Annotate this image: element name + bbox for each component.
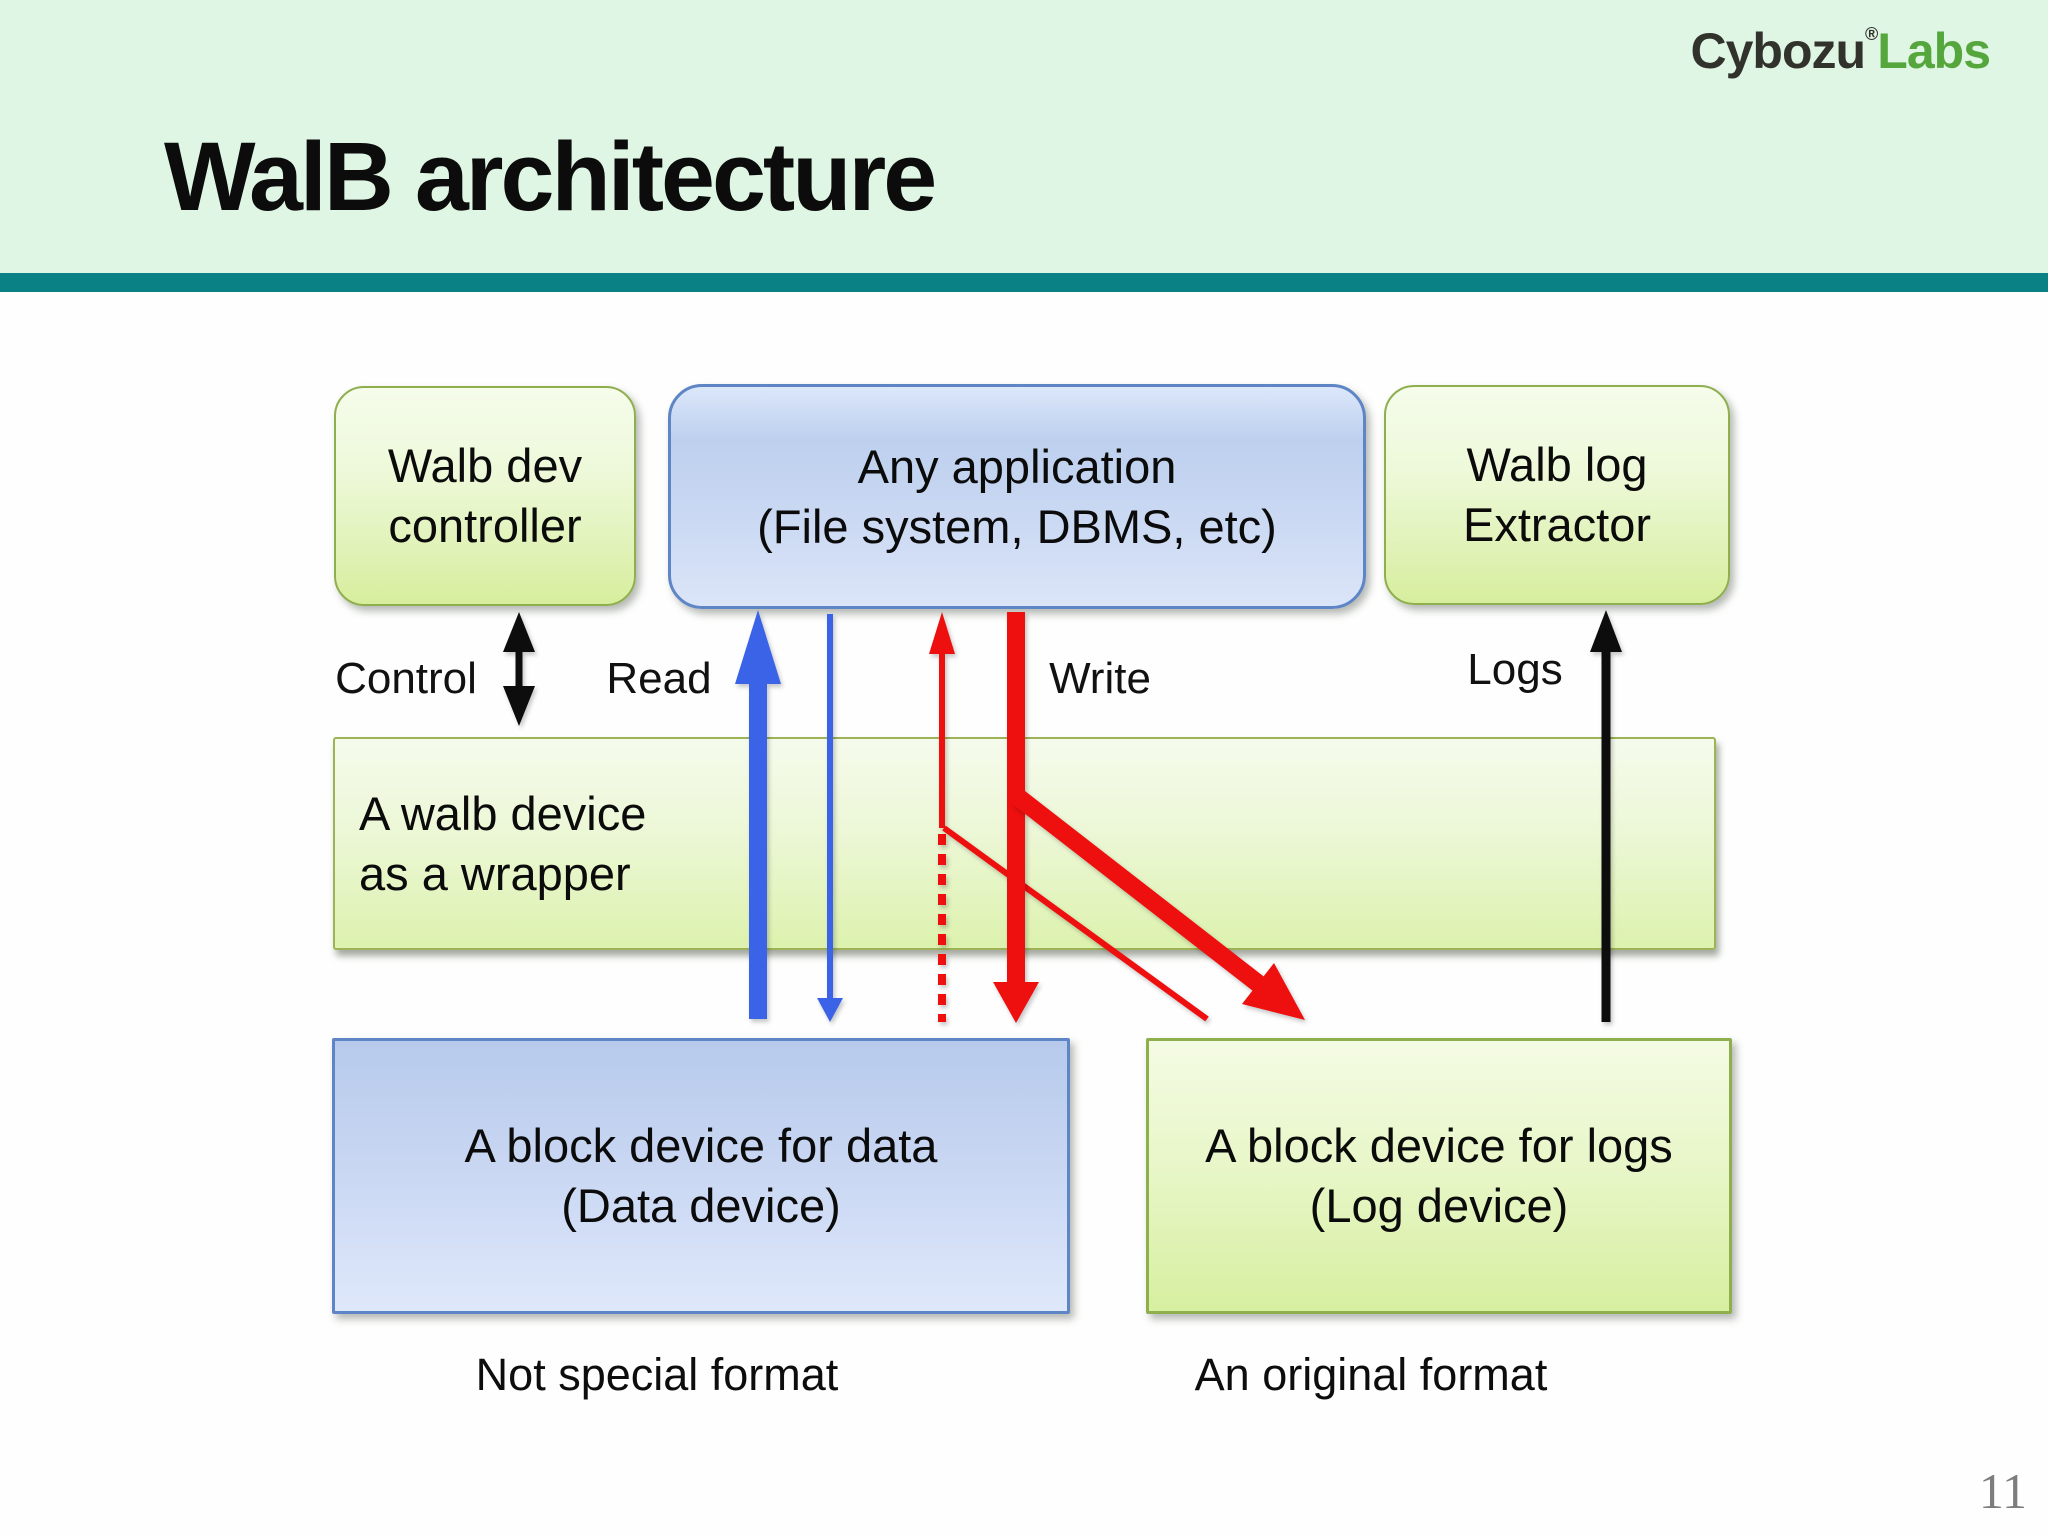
node-walb-device-wrapper: A walb device as a wrapper	[333, 737, 1716, 950]
edge-label-write: Write	[1049, 654, 1151, 703]
caption-log-device: An original format	[1194, 1349, 1548, 1400]
cybozu-labs-logo: Cybozu®Labs	[1690, 22, 1991, 80]
node-walb-log-extractor: Walb log Extractor	[1384, 385, 1730, 605]
page-number: 11	[1978, 1463, 2027, 1519]
registered-mark: ®	[1865, 24, 1878, 44]
node-any-application: Any application (File system, DBMS, etc)	[668, 384, 1366, 609]
node-label-line: Extractor	[1462, 498, 1652, 551]
node-log-device: A block device for logs (Log device)	[1146, 1038, 1732, 1314]
node-data-device: A block device for data (Data device)	[332, 1038, 1070, 1314]
node-label-line: A block device for data	[464, 1119, 938, 1172]
caption-data-device: Not special format	[475, 1349, 839, 1400]
node-label-line: Any application	[857, 439, 1177, 493]
node-label-line: controller	[388, 499, 582, 552]
node-label-line: Walb dev	[387, 439, 583, 492]
control-double-arrow-icon	[503, 612, 535, 726]
logo-suffix: Labs	[1877, 23, 1991, 79]
node-label-line: (File system, DBMS, etc)	[757, 499, 1277, 553]
node-label-line: (Log device)	[1309, 1179, 1569, 1232]
edge-label-logs: Logs	[1467, 645, 1563, 694]
node-label-line: A walb device	[359, 786, 647, 840]
logo-brand: Cybozu	[1690, 23, 1866, 79]
edge-label-read: Read	[606, 654, 712, 703]
edge-label-control: Control	[335, 654, 477, 703]
header-band	[0, 0, 2048, 273]
accent-bar	[0, 273, 2048, 292]
node-walb-dev-controller: Walb dev controller	[334, 386, 636, 606]
page-title: WalB architecture	[164, 122, 937, 231]
node-label-line: (Data device)	[561, 1179, 841, 1232]
node-label-line: A block device for logs	[1205, 1119, 1673, 1172]
node-label-line: as a wrapper	[359, 846, 631, 900]
node-label-line: Walb log	[1466, 438, 1648, 491]
